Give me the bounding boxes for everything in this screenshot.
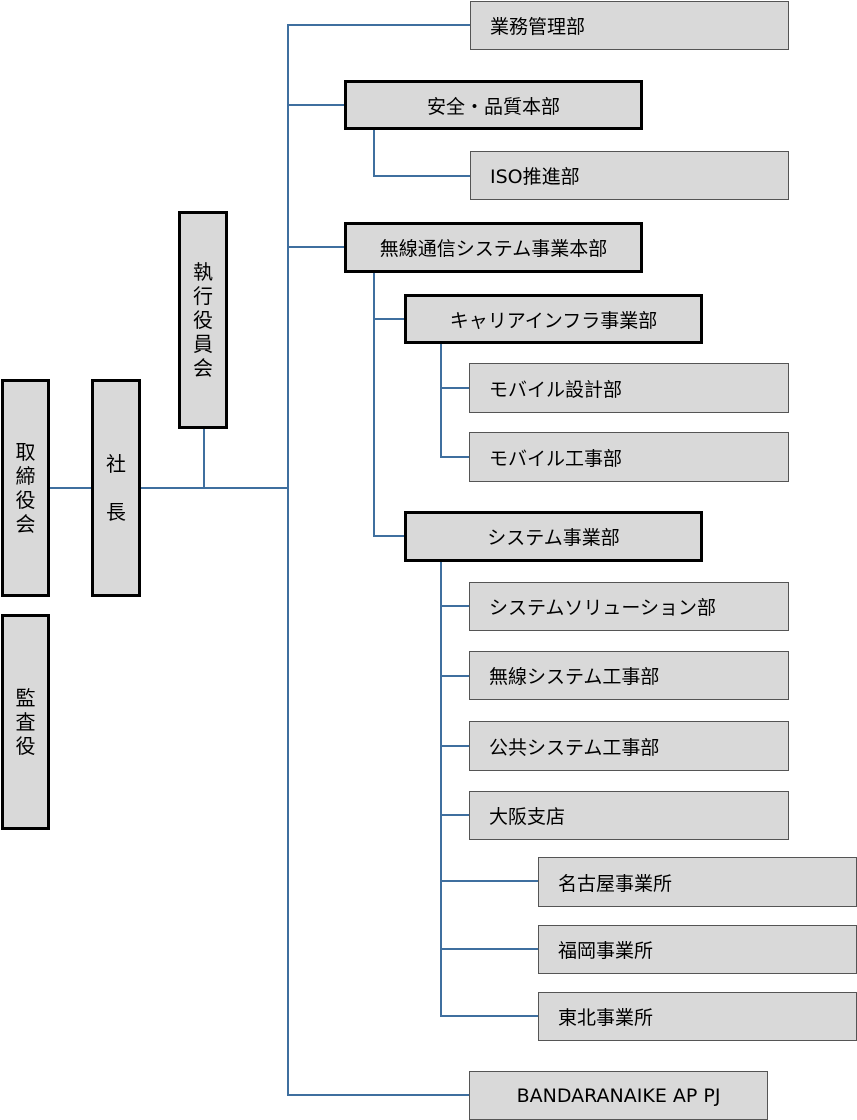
president-box: 社長 [91, 379, 141, 597]
wireless-systems-hq-label: 無線通信システム事業本部 [379, 238, 608, 260]
safety-quality-label: 安全・品質本部 [426, 95, 560, 118]
mobile-design-label: モバイル設計部 [489, 378, 623, 401]
bandaranaike-project-label: BANDARANAIKE AP PJ [516, 1084, 721, 1107]
connector-wireless-hq [287, 246, 346, 248]
carrier-infra-box: キャリアインフラ事業部 [404, 294, 703, 344]
mobile-construction-label: モバイル工事部 [489, 447, 623, 470]
connector-bandaranaike [287, 1094, 470, 1096]
connector-executive-committee [203, 428, 205, 488]
systems-division-box: システム事業部 [404, 511, 703, 562]
osaka-branch-label: 大阪支店 [489, 806, 566, 828]
connector-iso [373, 175, 471, 177]
connector-mobile-design [440, 387, 470, 389]
iso-promotion-box: ISO推進部 [470, 151, 789, 200]
executive-committee-label: 執行役員会 [193, 260, 213, 380]
connector-mobile-construction [440, 456, 470, 458]
nagoya-office-box: 名古屋事業所 [538, 857, 857, 907]
bandaranaike-project-box: BANDARANAIKE AP PJ [469, 1071, 768, 1120]
connector-wireless-construction [440, 675, 470, 677]
mobile-construction-box: モバイル工事部 [469, 432, 789, 482]
wireless-construction-box: 無線システム工事部 [469, 651, 789, 700]
auditor-box: 監査役 [1, 614, 50, 830]
connector-carrier-branch [440, 342, 442, 458]
connector-fukuoka [440, 948, 539, 950]
connector-main-trunk [287, 24, 289, 1096]
safety-quality-box: 安全・品質本部 [344, 80, 643, 130]
connector-osaka [440, 814, 470, 816]
connector-safety-branch [373, 129, 375, 177]
connector-safety-quality [287, 104, 346, 106]
mobile-design-box: モバイル設計部 [469, 363, 789, 413]
tohoku-office-label: 東北事業所 [558, 1007, 654, 1029]
nagoya-office-label: 名古屋事業所 [558, 872, 673, 895]
connector-carrier-infra [373, 318, 406, 320]
public-construction-label: 公共システム工事部 [489, 736, 660, 759]
wireless-construction-label: 無線システム工事部 [489, 666, 660, 688]
connector-systems-branch [440, 561, 442, 1017]
executive-committee-box: 執行役員会 [178, 211, 228, 429]
wireless-systems-hq-box: 無線通信システム事業本部 [344, 222, 643, 273]
auditor-label: 監査役 [15, 686, 36, 758]
president-label: 社長 [106, 452, 126, 524]
connector-wireless-branch [373, 272, 375, 537]
connector-board-president [49, 487, 92, 489]
connector-systems-division [373, 535, 406, 537]
system-solutions-label: システムソリューション部 [489, 597, 717, 619]
connector-president-trunk [141, 487, 288, 489]
iso-promotion-label: ISO推進部 [490, 166, 580, 188]
connector-nagoya [440, 880, 539, 882]
business-management-label: 業務管理部 [490, 16, 586, 38]
systems-division-label: システム事業部 [487, 527, 620, 549]
connector-public-construction [440, 745, 470, 747]
public-construction-box: 公共システム工事部 [469, 721, 789, 771]
board-of-directors-box: 取締役会 [1, 379, 50, 597]
connector-business-management [287, 24, 471, 26]
business-management-box: 業務管理部 [470, 1, 789, 50]
system-solutions-box: システムソリューション部 [469, 582, 789, 631]
connector-tohoku [440, 1015, 539, 1017]
tohoku-office-box: 東北事業所 [538, 992, 857, 1041]
connector-system-solutions [440, 605, 470, 607]
carrier-infra-label: キャリアインフラ事業部 [449, 309, 658, 332]
board-of-directors-label: 取締役会 [15, 440, 36, 536]
fukuoka-office-box: 福岡事業所 [538, 925, 857, 974]
osaka-branch-box: 大阪支店 [469, 791, 789, 840]
fukuoka-office-label: 福岡事業所 [558, 940, 654, 962]
